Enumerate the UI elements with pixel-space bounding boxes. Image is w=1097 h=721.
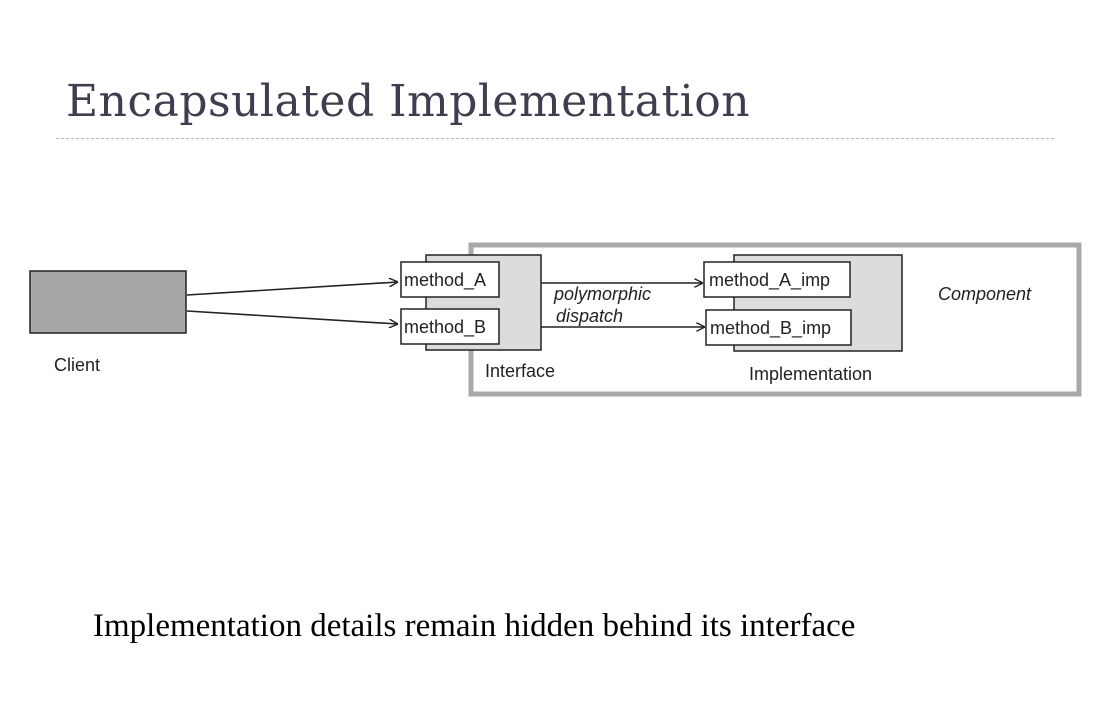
client-box <box>29 270 187 334</box>
interface-method-b-box <box>400 308 500 345</box>
interface-method-a-label: method_A <box>404 270 486 291</box>
interface-method-b-label: method_B <box>404 317 486 338</box>
client-to-method-a-arrow <box>186 282 398 296</box>
implementation-method-b-label: method_B_imp <box>710 318 831 339</box>
title-divider <box>56 138 1054 139</box>
dispatch-label-line2: dispatch <box>556 306 623 326</box>
client-to-method-b-arrow <box>186 310 398 324</box>
dispatch-label-line1: polymorphic <box>553 284 651 304</box>
component-label: Component <box>938 284 1032 304</box>
client-label: Client <box>54 355 100 375</box>
implementation-label: Implementation <box>749 364 872 384</box>
implementation-method-b-box <box>705 309 852 346</box>
slide-caption: Implementation details remain hidden beh… <box>93 608 856 644</box>
implementation-method-a-box <box>703 261 851 298</box>
interface-label: Interface <box>485 361 555 381</box>
implementation-method-a-label: method_A_imp <box>709 270 830 291</box>
slide-title: Encapsulated Implementation <box>66 76 751 127</box>
interface-method-a-box <box>400 261 500 298</box>
